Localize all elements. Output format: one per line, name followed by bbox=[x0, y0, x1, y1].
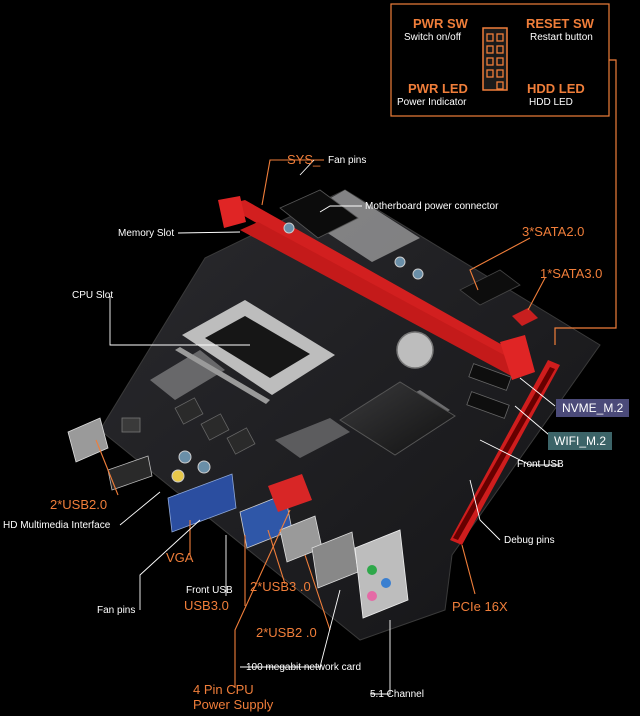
hdd-led-desc: HDD LED bbox=[529, 97, 573, 108]
debug-pins-label: Debug pins bbox=[504, 535, 555, 546]
cpu-power-label-1: 4 Pin CPU bbox=[193, 682, 254, 697]
vga-label: VGA bbox=[166, 550, 194, 565]
sata-port-red bbox=[512, 308, 538, 326]
cpu-power-connector bbox=[268, 474, 312, 512]
cpu-socket-inner bbox=[205, 316, 310, 378]
fan-pins-bottom-label: Fan pins bbox=[97, 605, 136, 616]
chipset-heatsink bbox=[339, 381, 456, 456]
front-usb-right-label: Front USB bbox=[517, 459, 564, 470]
capacitor bbox=[394, 256, 406, 268]
network-label: 100 megabit network card bbox=[246, 662, 362, 673]
memory-slot-label: Memory Slot bbox=[118, 228, 175, 239]
capacitor bbox=[283, 222, 295, 234]
fan-pins-top-label: Fan pins bbox=[328, 155, 367, 166]
ram-latch bbox=[500, 335, 535, 380]
nvme-label: NVME_M.2 bbox=[556, 399, 630, 417]
usb3-rear-label: 2*USB3 .0 bbox=[250, 579, 311, 594]
audio-jack-blue bbox=[381, 578, 391, 588]
sata-ports bbox=[459, 269, 521, 306]
sata3-label: 1*SATA3.0 bbox=[540, 266, 603, 281]
reset-sw-desc: Restart button bbox=[530, 32, 593, 43]
capacitor bbox=[171, 469, 185, 483]
capacitor bbox=[412, 268, 424, 280]
hdd-led-label: HDD LED bbox=[527, 81, 585, 96]
orange-leaders bbox=[95, 159, 546, 688]
ram-latch bbox=[218, 196, 246, 228]
cpu-lever bbox=[175, 347, 270, 404]
cpu-power-label-2: Power Supply bbox=[193, 697, 274, 712]
usb2-rear-label: 2*USB2 .0 bbox=[256, 625, 317, 640]
front-usb-bottom-label: Front USB bbox=[186, 585, 233, 596]
audio-jack-green bbox=[367, 565, 377, 575]
usb2-left-label: 2*USB2.0 bbox=[50, 497, 108, 512]
mb-power-label: Motherboard power connector bbox=[365, 201, 499, 212]
hdmi-label: HD Multimedia Interface bbox=[3, 520, 111, 531]
capacitor bbox=[178, 450, 192, 464]
usb2-rear-left bbox=[67, 417, 109, 463]
m2-nvme-slot bbox=[468, 363, 512, 391]
audio-jack-pink bbox=[367, 591, 377, 601]
capacitor bbox=[197, 460, 211, 474]
pcie-label: PCIe 16X bbox=[452, 599, 508, 614]
vrm-choke bbox=[226, 427, 256, 455]
usb3-front-label: USB3.0 bbox=[184, 598, 229, 613]
cpu-slot-label: CPU Slot bbox=[72, 290, 114, 301]
white-leaders bbox=[109, 159, 560, 695]
pwr-sw-desc: Switch on/off bbox=[404, 32, 462, 43]
pcie-slot-inner bbox=[453, 367, 555, 540]
ram-slot bbox=[225, 200, 520, 362]
vrm-choke bbox=[200, 413, 230, 441]
power-connector bbox=[279, 189, 359, 239]
cmos-battery bbox=[396, 331, 434, 369]
vga-port bbox=[167, 473, 237, 533]
pcb-pattern bbox=[275, 418, 350, 458]
pwr-led-label: PWR LED bbox=[408, 81, 468, 96]
sata2-label: 3*SATA2.0 bbox=[522, 224, 585, 239]
front-panel-header bbox=[482, 27, 508, 91]
ram-slot bbox=[240, 222, 532, 378]
m2-wifi-slot bbox=[466, 391, 510, 419]
reset-sw-label: RESET SW bbox=[526, 16, 594, 31]
pwr-sw-label: PWR SW bbox=[413, 16, 468, 31]
sys-fan-label: SYS_ bbox=[287, 152, 321, 167]
pwr-led-desc: Power Indicator bbox=[397, 97, 467, 108]
header-callout-line bbox=[554, 59, 617, 345]
hdmi-port bbox=[107, 455, 153, 491]
vrm-choke bbox=[174, 397, 204, 425]
wifi-label: WIFI_M.2 bbox=[548, 432, 613, 450]
vrm-choke bbox=[121, 417, 141, 433]
channel-label: 5.1 Channel bbox=[370, 689, 424, 700]
